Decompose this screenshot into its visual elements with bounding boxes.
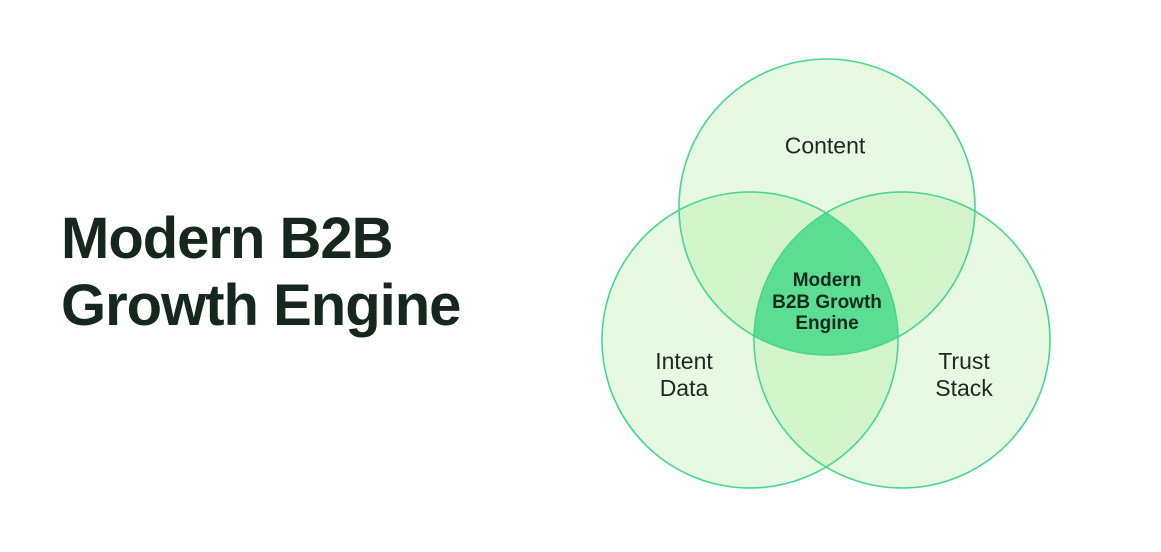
venn-circle-fills xyxy=(602,59,1050,488)
page-title: Modern B2B Growth Engine xyxy=(61,206,461,338)
venn-outline-intent-data xyxy=(601,191,899,489)
venn-outline-content xyxy=(678,58,976,356)
venn-circle-outlines xyxy=(601,58,1051,489)
venn-triple-overlap xyxy=(754,213,898,356)
venn-outline-trust-stack xyxy=(753,191,1051,489)
venn-circle-content xyxy=(679,59,975,355)
venn-center-label: Modern B2B Growth Engine xyxy=(772,269,882,334)
venn-label-trust-stack: Trust Stack xyxy=(935,348,993,401)
venn-label-content: Content xyxy=(784,132,866,159)
venn-label-intent-data: Intent Data xyxy=(655,348,713,401)
